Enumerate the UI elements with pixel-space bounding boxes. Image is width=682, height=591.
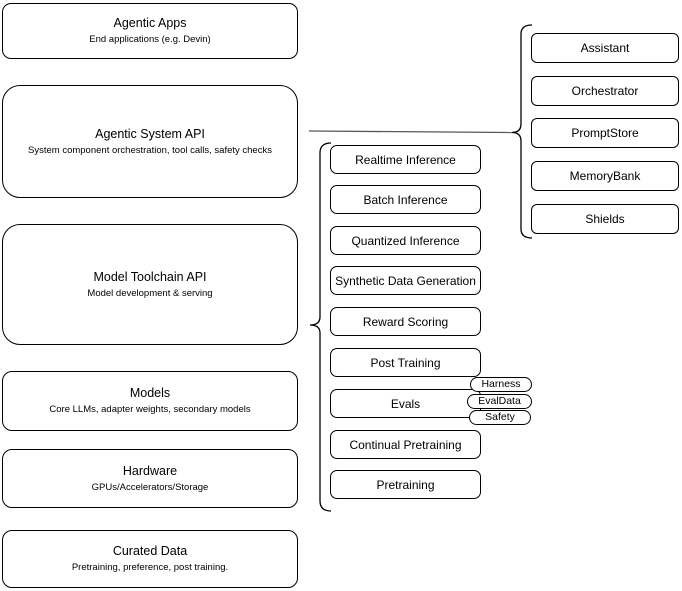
node-title: Models xyxy=(129,386,171,400)
component-promptstore: PromptStore xyxy=(531,118,679,148)
system-components-brace xyxy=(511,24,533,239)
service-synthetic-data-generation: Synthetic Data Generation xyxy=(330,266,481,295)
node-agentic-system-api: Agentic System API System component orch… xyxy=(2,85,298,198)
tag-label: EvalData xyxy=(478,395,521,407)
service-realtime-inference: Realtime Inference xyxy=(330,145,481,174)
node-hardware: Hardware GPUs/Accelerators/Storage xyxy=(2,449,298,508)
node-subtitle: GPUs/Accelerators/Storage xyxy=(91,481,209,493)
component-label: Shields xyxy=(585,212,625,226)
service-continual-pretraining: Continual Pretraining xyxy=(330,430,481,459)
node-subtitle: End applications (e.g. Devin) xyxy=(89,34,211,45)
component-label: MemoryBank xyxy=(569,169,641,183)
api-to-components-connector-line xyxy=(308,130,513,134)
node-title: Agentic System API xyxy=(95,126,205,141)
tag-label: Harness xyxy=(481,378,521,390)
node-subtitle: Core LLMs, adapter weights, secondary mo… xyxy=(49,404,251,415)
component-label: PromptStore xyxy=(571,126,639,140)
tag-safety: Safety xyxy=(469,410,531,425)
node-subtitle: System component orchestration, tool cal… xyxy=(28,144,272,156)
service-label: Continual Pretraining xyxy=(349,437,462,452)
tag-label: Safety xyxy=(485,411,515,423)
node-subtitle: Pretraining, preference, post training. xyxy=(71,562,229,573)
toolchain-services-brace xyxy=(309,142,332,512)
component-assistant: Assistant xyxy=(531,33,679,63)
node-title: Model Toolchain API xyxy=(93,269,207,284)
service-label: Pretraining xyxy=(376,477,435,492)
node-title: Curated Data xyxy=(112,544,188,558)
service-label: Evals xyxy=(390,396,421,411)
service-label: Post Training xyxy=(370,355,441,370)
service-label: Synthetic Data Generation xyxy=(335,273,476,288)
node-curated-data: Curated Data Pretraining, preference, po… xyxy=(2,530,298,588)
node-agentic-apps: Agentic Apps End applications (e.g. Devi… xyxy=(2,3,298,59)
node-models: Models Core LLMs, adapter weights, secon… xyxy=(2,371,298,431)
service-post-training: Post Training xyxy=(330,348,481,377)
service-evals: Evals xyxy=(330,389,481,418)
service-reward-scoring: Reward Scoring xyxy=(330,307,481,336)
node-title: Hardware xyxy=(122,463,178,478)
service-pretraining: Pretraining xyxy=(330,470,481,499)
component-label: Assistant xyxy=(580,41,630,55)
component-orchestrator: Orchestrator xyxy=(531,76,679,106)
tag-evaldata: EvalData xyxy=(467,394,532,409)
service-batch-inference: Batch Inference xyxy=(330,185,481,214)
tag-harness: Harness xyxy=(470,377,532,392)
service-label: Reward Scoring xyxy=(362,314,449,329)
component-shields: Shields xyxy=(531,204,679,234)
service-label: Realtime Inference xyxy=(355,152,456,167)
node-title: Agentic Apps xyxy=(113,16,187,30)
component-label: Orchestrator xyxy=(571,84,639,98)
service-label: Batch Inference xyxy=(363,192,448,207)
node-subtitle: Model development & serving xyxy=(87,287,213,299)
service-quantized-inference: Quantized Inference xyxy=(330,226,481,255)
node-model-toolchain-api: Model Toolchain API Model development & … xyxy=(2,224,298,345)
component-memorybank: MemoryBank xyxy=(531,161,679,191)
service-label: Quantized Inference xyxy=(351,233,460,248)
